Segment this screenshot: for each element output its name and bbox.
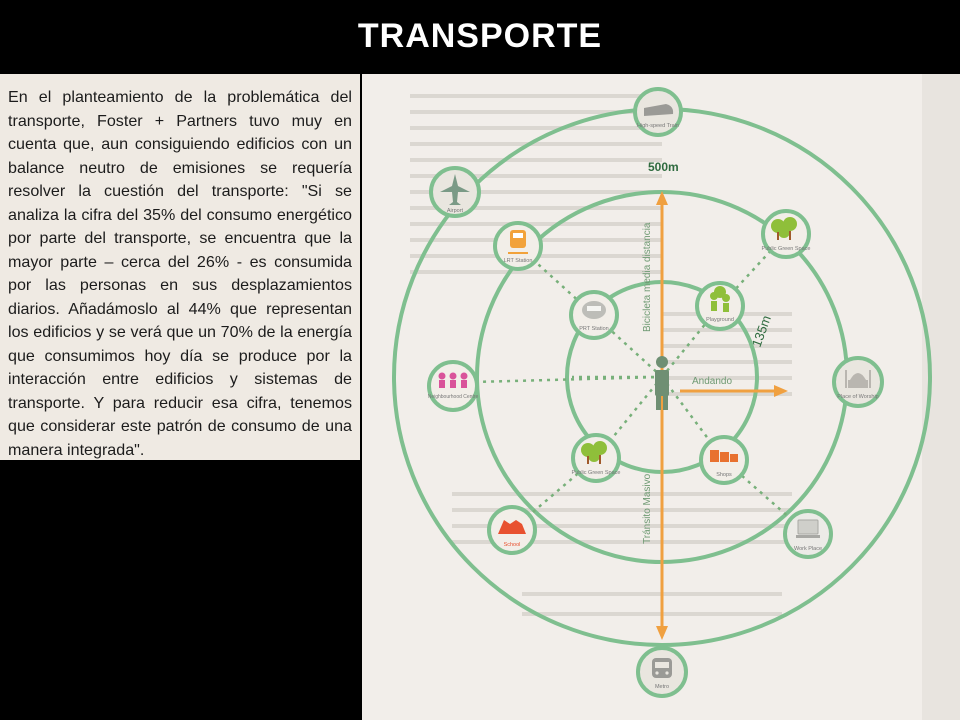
axis-label-walking: Andando	[692, 376, 732, 387]
transport-paragraph: En el planteamiento de la problemática d…	[8, 88, 352, 459]
node-label: Playground	[706, 317, 734, 323]
train-icon	[644, 104, 674, 116]
node-label: Place of Worship	[837, 394, 878, 400]
node-place-of-worship: Place of Worship	[832, 356, 884, 408]
transport-diagram: 500m 135m Bicicleta media distancia Trán…	[362, 74, 960, 720]
diagram-canvas: 500m 135m Bicicleta media distancia Trán…	[392, 74, 960, 720]
trees-icon	[581, 441, 607, 464]
node-label: Public Green Space	[572, 470, 621, 476]
people-icon	[438, 372, 468, 388]
shops-icon	[710, 450, 738, 462]
axis-label-bicycle: Bicicleta media distancia	[642, 222, 653, 332]
node-metro: Metro	[636, 646, 688, 698]
node-public-green-space-bottom: Public Green Space	[571, 433, 621, 483]
distance-outer-label: 500m	[648, 160, 679, 174]
person-icon	[655, 356, 669, 410]
node-prt-station: PRT Station	[569, 290, 619, 340]
node-label: Public Green Space	[762, 246, 811, 252]
node-lrt-station: LRT Station	[493, 221, 543, 271]
pod-icon	[582, 301, 606, 319]
node-airport: Airport	[429, 166, 481, 218]
node-label: Neighbourhood Centre	[428, 394, 479, 400]
computer-icon	[796, 519, 820, 538]
metro-icon	[652, 658, 672, 678]
playground-icon	[710, 286, 730, 312]
school-icon	[498, 520, 526, 534]
trees-icon	[771, 217, 797, 240]
node-label: School	[504, 542, 521, 548]
node-label: LRT Station	[504, 258, 533, 264]
text-scan: En el planteamiento de la problemática d…	[0, 74, 360, 460]
node-playground: Playground	[695, 281, 745, 331]
node-label: Metro	[655, 684, 669, 690]
node-label: PRT Station	[579, 326, 608, 332]
node-label: Shops	[716, 472, 732, 478]
node-label: High-speed Train	[637, 123, 679, 129]
axes	[656, 191, 788, 640]
tram-icon	[508, 230, 528, 254]
slide-title: TRANSPORTE	[357, 16, 603, 55]
mosque-icon	[845, 370, 871, 388]
node-school: School	[487, 505, 537, 555]
node-shops: Shops	[699, 435, 749, 485]
node-work-place: Work Place	[783, 509, 833, 559]
node-label: Airport	[447, 208, 464, 214]
node-public-green-space-top: Public Green Space	[761, 209, 811, 259]
axis-label-mass-transit: Tránsito Masivo	[642, 473, 653, 544]
node-neighbourhood-centre: Neighbourhood Centre	[427, 360, 479, 412]
node-label: Work Place	[794, 546, 822, 552]
airplane-icon	[440, 174, 470, 205]
node-high-speed-train: High-speed Train	[633, 87, 683, 137]
